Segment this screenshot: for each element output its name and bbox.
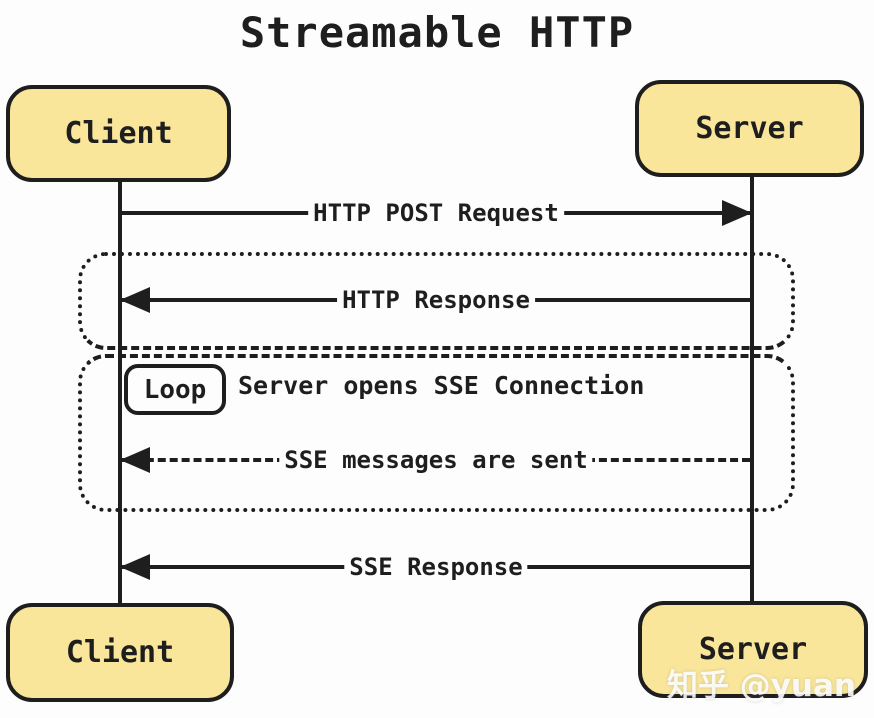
arrowhead-right-icon: [722, 200, 752, 226]
actor-label: Client: [64, 116, 173, 151]
actor-box-client-top: Client: [6, 85, 231, 182]
message-sse-response: SSE Response: [120, 553, 752, 581]
message-http-response: HTTP Response: [120, 286, 752, 314]
arrowhead-left-icon: [120, 287, 150, 313]
actor-label: Client: [65, 635, 175, 670]
diagram-title: Streamable HTTP: [239, 8, 635, 57]
actor-box-client-bottom: Client: [6, 603, 234, 702]
actor-label: Server: [695, 111, 804, 146]
message-http-post-request: HTTP POST Request: [120, 199, 752, 227]
arrowhead-left-icon: [120, 554, 150, 580]
sse-loop-group-box: [78, 354, 795, 512]
message-label: SSE messages are sent: [279, 446, 593, 474]
message-label: HTTP Response: [337, 286, 535, 314]
message-label: HTTP POST Request: [308, 199, 564, 227]
server-lifeline: [750, 176, 754, 602]
actor-label: Server: [698, 632, 808, 667]
arrowhead-left-icon: [120, 447, 150, 473]
message-label: SSE Response: [344, 553, 528, 581]
loop-badge-label: Loop: [143, 374, 207, 405]
client-lifeline: [118, 180, 122, 604]
actor-box-server-top: Server: [635, 80, 864, 177]
loop-caption: Server opens SSE Connection: [238, 371, 645, 400]
message-sse-messages: SSE messages are sent: [120, 446, 752, 474]
http-response-group-box: [78, 252, 795, 350]
actor-box-server-bottom: Server: [638, 601, 868, 698]
loop-badge: Loop: [124, 364, 226, 415]
watermark: 知乎 @yuan: [666, 668, 856, 704]
